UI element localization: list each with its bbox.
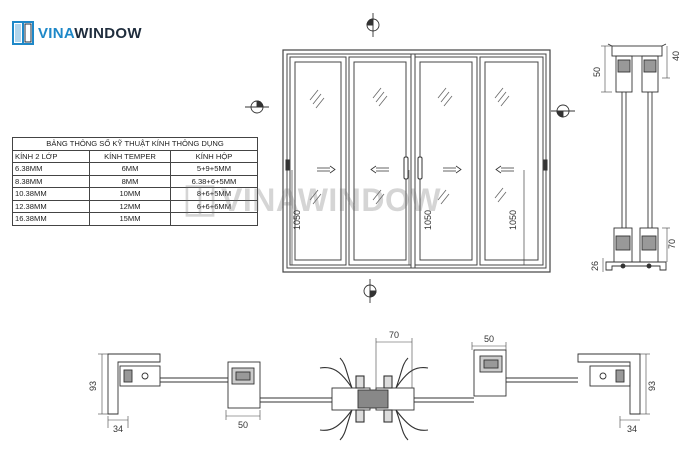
right-jamb-profile xyxy=(577,353,641,415)
glass-spec-table: BẢNG THÔNG SỐ KỸ THUẬT KÍNH THÔNG DỤNG K… xyxy=(12,137,258,226)
table-row: 12.38MM 12MM 6+6+6MM xyxy=(12,199,258,213)
elevation-height-dims xyxy=(291,170,525,265)
glass-reflection-marks xyxy=(309,87,510,205)
dim-label: 26 xyxy=(590,261,600,271)
left-jamb-profile xyxy=(107,353,161,415)
lock-icon xyxy=(285,159,290,171)
window-logo-icon xyxy=(12,21,34,45)
glass-pane xyxy=(353,61,407,261)
inner-frame xyxy=(286,53,547,269)
brand-name: VINAWINDOW xyxy=(38,25,142,42)
handle-icon xyxy=(417,156,423,180)
dim-label: 1050 xyxy=(508,210,518,230)
handle-lever-icon xyxy=(319,357,353,389)
left-sash-profile xyxy=(227,361,261,409)
glass-pane xyxy=(484,61,539,261)
top-track-profile xyxy=(611,45,663,57)
dim-label: 50 xyxy=(592,67,602,77)
dim-label: 50 xyxy=(484,334,494,344)
interlock-core xyxy=(357,389,389,409)
dim-label: 40 xyxy=(671,51,681,61)
door-panel xyxy=(348,56,412,266)
dim-label: 34 xyxy=(113,424,123,434)
bottom-sill-profile xyxy=(605,261,667,271)
dim-label: 1050 xyxy=(292,210,302,230)
door-elevation xyxy=(282,49,551,273)
watermark: VINAWINDOW xyxy=(185,182,441,219)
brand-name-part2: WINDOW xyxy=(74,24,142,42)
arrow-right-icon xyxy=(443,165,462,174)
horizontal-section-profile xyxy=(107,349,641,415)
dim-label: 34 xyxy=(627,424,637,434)
brand-logo: VINAWINDOW xyxy=(12,20,142,46)
door-handles xyxy=(285,156,548,180)
section-marker-left-icon xyxy=(245,100,269,114)
handle-lever-icon xyxy=(319,409,353,441)
dim-label: 1050 xyxy=(423,210,433,230)
dim-label: 93 xyxy=(647,381,657,391)
dim-label: 70 xyxy=(389,330,399,340)
watermark-logo-icon xyxy=(185,184,215,217)
sliding-direction-arrows xyxy=(317,165,514,174)
right-sash-profile xyxy=(473,349,507,397)
glass-pane xyxy=(294,61,342,261)
top-sash-profile xyxy=(641,55,659,93)
section-markers xyxy=(245,13,575,303)
handle-lever-icon xyxy=(395,409,429,441)
handle-icon xyxy=(403,156,409,180)
arrow-left-icon xyxy=(370,165,389,174)
arrow-left-icon xyxy=(495,165,514,174)
table-cell xyxy=(170,212,258,226)
dim-label: 50 xyxy=(238,420,248,430)
brand-name-part1: VINA xyxy=(38,24,75,42)
arrow-right-icon xyxy=(317,165,336,174)
top-sash-profile xyxy=(615,55,633,93)
dim-label: 70 xyxy=(667,239,677,249)
vertical-section-profile xyxy=(605,43,667,271)
outer-frame xyxy=(282,49,551,273)
watermark-text: VINAWINDOW xyxy=(221,182,442,218)
section-marker-bottom-icon xyxy=(363,279,377,303)
lock-icon xyxy=(543,159,548,171)
table-row: 16.38MM 15MM xyxy=(12,212,258,226)
left-jamb-chamber xyxy=(119,365,161,387)
vertical-section-dims xyxy=(601,45,670,272)
section-marker-right-icon xyxy=(551,104,575,118)
door-panel xyxy=(479,56,544,266)
dim-label: 93 xyxy=(88,381,98,391)
horizontal-section-dims xyxy=(98,338,650,428)
right-jamb-chamber xyxy=(589,365,631,387)
door-panel xyxy=(289,56,347,266)
section-marker-top-icon xyxy=(366,13,380,37)
